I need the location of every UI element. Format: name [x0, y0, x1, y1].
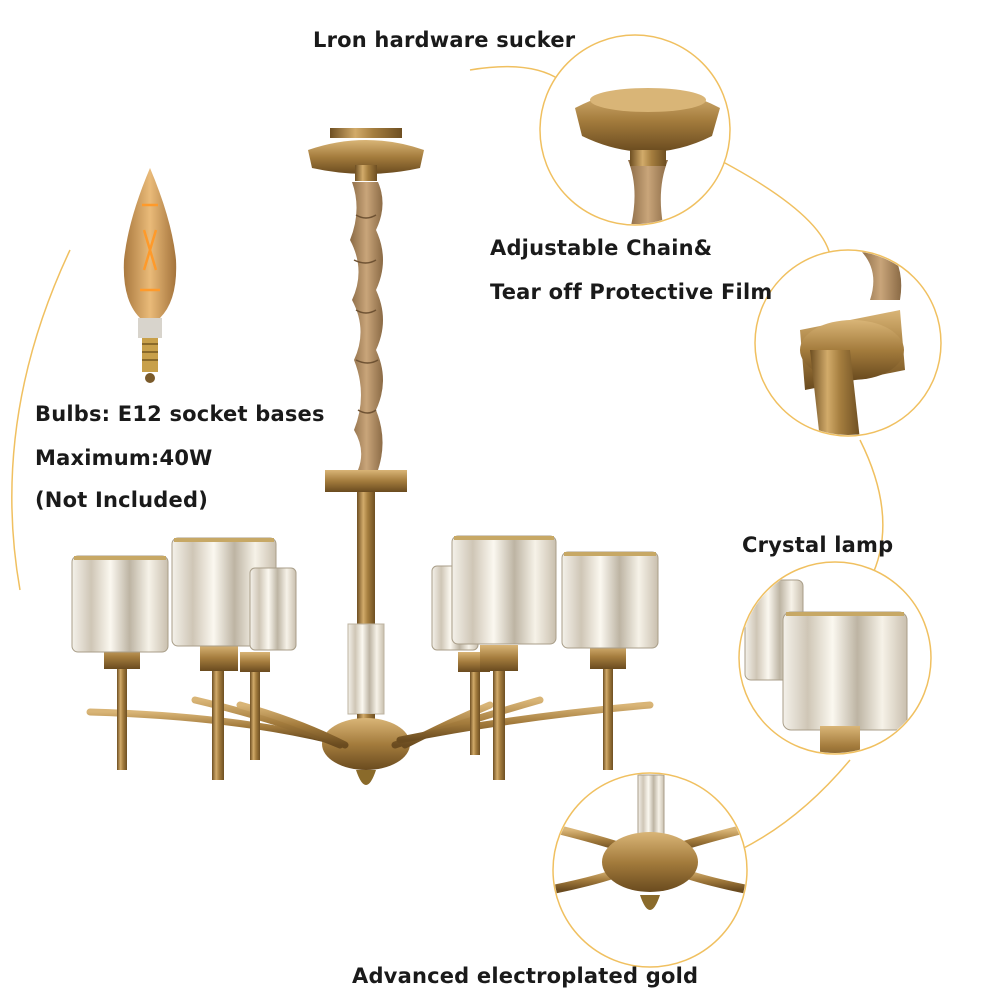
ceiling-canopy — [308, 128, 424, 181]
callout-canopy: Lron hardware sucker — [313, 28, 576, 52]
callout-chain-line1: Adjustable Chain& — [490, 236, 713, 260]
bulb-image — [123, 168, 177, 383]
callout-gold: Advanced electroplated gold — [352, 964, 699, 988]
center-column — [322, 470, 410, 785]
callout-bulb-line2: Maximum:40W — [35, 446, 213, 470]
chain-cover — [350, 182, 383, 470]
chandelier-arms — [86, 696, 654, 749]
callout-crystal: Crystal lamp — [742, 533, 894, 557]
callout-chain-line2: Tear off Protective Film — [490, 280, 773, 304]
detail-chain-circle — [754, 249, 942, 437]
crystal-shades — [71, 535, 659, 653]
guide-lines — [11, 65, 884, 851]
callout-bulb-line3: (Not Included) — [35, 488, 209, 512]
detail-canopy-circle — [539, 34, 731, 226]
detail-crystal-circle — [738, 561, 932, 755]
detail-base-circle — [552, 772, 748, 968]
callout-bulb-line1: Bulbs: E12 socket bases — [35, 402, 325, 426]
